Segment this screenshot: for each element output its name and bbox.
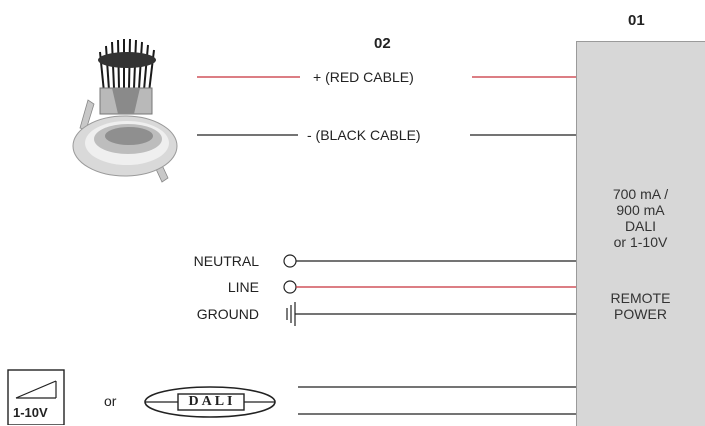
- ground-label: GROUND: [196, 306, 259, 322]
- remote-power-driver-box: [576, 41, 705, 426]
- or-label: or: [104, 393, 117, 409]
- dimmer-1-10v-label: 1-10V: [13, 405, 48, 420]
- driver-spec-line: 900 mA: [616, 202, 665, 218]
- driver-spec-line: DALI: [624, 218, 657, 234]
- line-label: LINE: [227, 279, 259, 295]
- line-terminal-icon: [283, 280, 297, 294]
- driver-spec-line: or 1-10V: [613, 234, 668, 250]
- black-cable-label: - (BLACK CABLE): [307, 127, 421, 143]
- led-downlight-fixture-icon: [72, 38, 178, 183]
- neutral-label: NEUTRAL: [193, 253, 259, 269]
- red-cable-label: + (RED CABLE): [313, 69, 414, 85]
- neutral-terminal-icon: [283, 254, 297, 268]
- label-02: 02: [374, 35, 391, 52]
- driver-specs: 700 mA / 900 mA DALI or 1-10V: [576, 186, 705, 250]
- dali-logo-text: DALI: [188, 394, 236, 409]
- dimmer-1-10v-icon: [7, 369, 65, 425]
- dali-logo-icon: [144, 386, 276, 418]
- driver-spec-line: 700 mA /: [612, 186, 669, 202]
- label-01: 01: [628, 12, 645, 29]
- driver-remote-line: REMOTE: [610, 290, 671, 306]
- driver-remote-line: POWER: [614, 306, 667, 322]
- driver-remote-power: REMOTE POWER: [576, 290, 705, 322]
- ground-symbol-icon: [286, 302, 296, 326]
